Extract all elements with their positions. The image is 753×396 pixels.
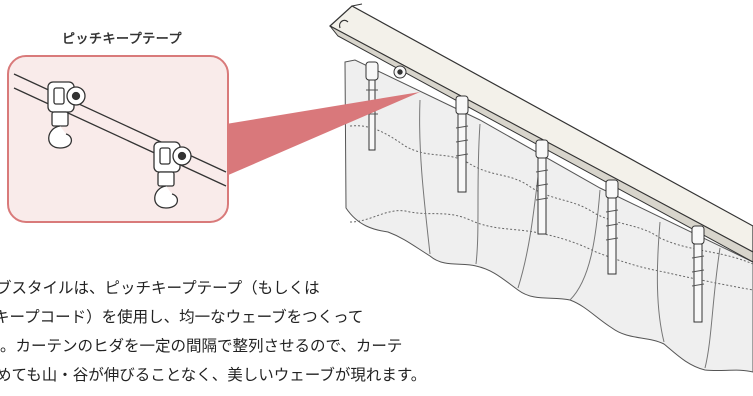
description-line: 。カーテンのヒダを一定の間隔で整列させるので、カーテ xyxy=(0,337,403,355)
fabric-folds xyxy=(419,99,721,369)
callout-box xyxy=(7,55,229,223)
description-text: ブスタイルは、ピッチキープテープ（もしくは キープコード）を使用し、均一なウェー… xyxy=(0,274,640,390)
callout-beam xyxy=(226,92,420,176)
curtain-fabric xyxy=(344,59,753,373)
runner-hooks xyxy=(365,61,705,323)
magnified-hook-1 xyxy=(47,81,86,149)
lower-dotted-line xyxy=(349,210,753,291)
description-line: ブスタイルは、ピッチキープテープ（もしくは xyxy=(0,279,320,297)
description-line: キープコード）を使用し、均一なウェーブをつくって xyxy=(0,308,364,326)
pitch-keep-cord xyxy=(349,125,753,265)
description-line: めても山・谷が伸びることなく、美しいウェーブが現れます。 xyxy=(0,366,427,384)
magnified-hook-2 xyxy=(153,141,192,209)
callout-label: ピッチキープテープ xyxy=(62,32,182,47)
